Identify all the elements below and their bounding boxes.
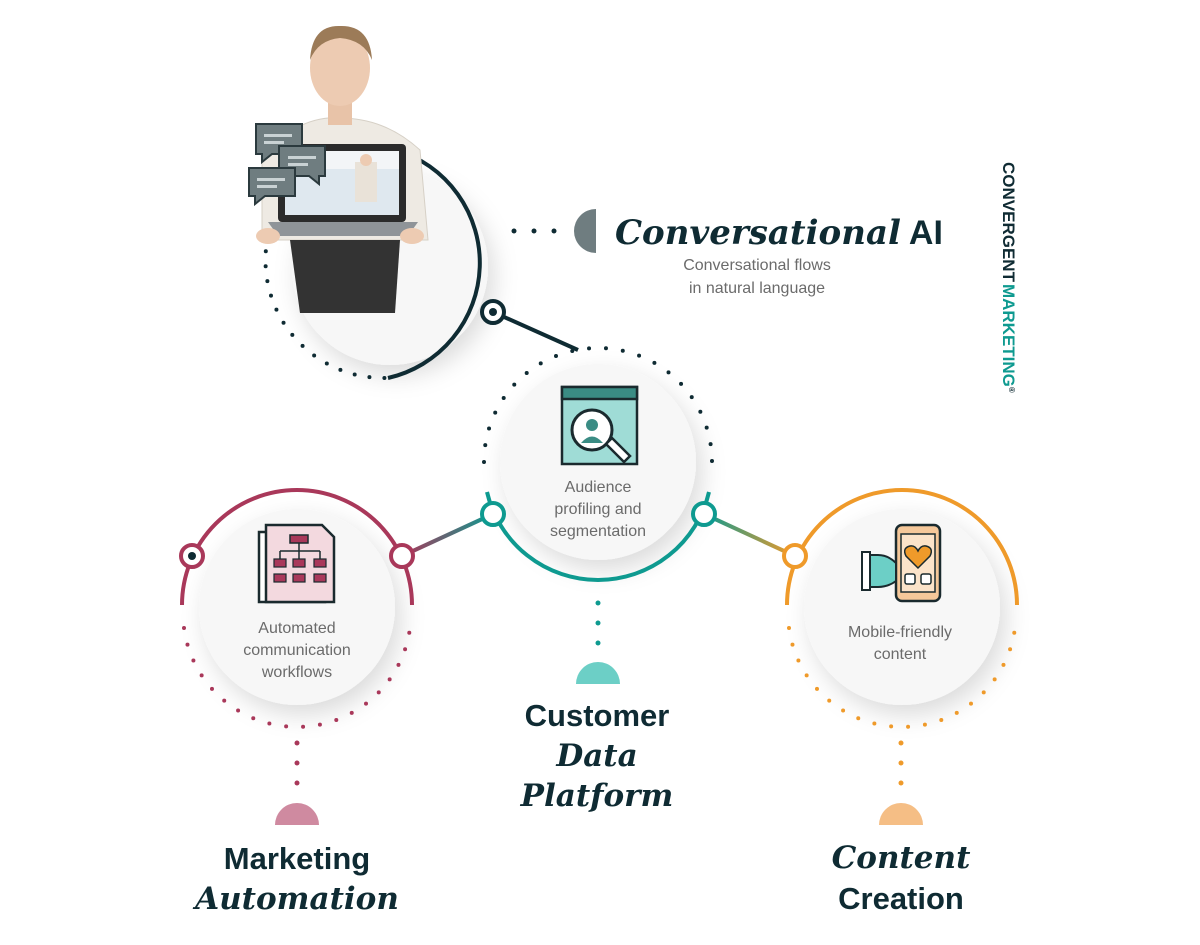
content-heading-line2: Creation	[838, 881, 964, 916]
cdp-half-circle	[576, 662, 620, 684]
conversational-ai-connector-dots	[511, 228, 557, 234]
automation-circle	[199, 509, 395, 705]
content-creation-node: Mobile-friendly content	[782, 488, 1019, 825]
conversational-ai-desc-line1: Conversational flows	[683, 257, 831, 274]
automation-half-circle	[275, 803, 319, 825]
cdp-solid-arc	[485, 491, 711, 582]
cdp-label-line3: segmentation	[550, 523, 646, 540]
automation-connector-dots	[294, 740, 300, 786]
content-label-line2: content	[874, 646, 927, 663]
automation-heading-line1: Marketing	[224, 841, 370, 876]
cdp-left-connector-node	[480, 501, 506, 527]
mobile-heart-icon	[861, 523, 942, 603]
cdp-label-line1: Audience	[565, 479, 632, 496]
brand-logo: CONVERGENTMARKETING®	[999, 162, 1018, 393]
content-left-connector-node	[782, 543, 808, 569]
automation-heading-line2: Automation	[192, 881, 399, 917]
conversational-ai-half-circle	[574, 209, 596, 253]
marketing-automation-node: Automated communication workflows	[179, 488, 415, 825]
cdp-heading-line1: Customer	[525, 698, 670, 733]
automation-label-line2: communication	[243, 642, 351, 659]
workflow-document-icon	[257, 523, 336, 604]
audience-search-icon	[560, 385, 639, 466]
conversational-ai-desc-line2: in natural language	[689, 280, 825, 297]
cdp-right-connector-node	[691, 501, 717, 527]
cdp-connector-dots	[595, 600, 601, 646]
cdp-heading-line3: Platform	[520, 778, 674, 814]
conversational-ai-solid-arc	[387, 148, 482, 380]
assistant-avatar-illustration	[248, 25, 429, 313]
link-cdp-to-content	[703, 512, 796, 558]
cdp-heading-line2: Data	[555, 738, 637, 774]
chat-bubbles-icon	[248, 123, 326, 207]
link-cdp-to-automation	[401, 512, 494, 558]
cdp-node: Audience profiling and segmentation	[482, 346, 714, 684]
content-heading-line1: Content	[832, 840, 971, 876]
automation-label-line1: Automated	[258, 620, 335, 637]
link-ai-to-cdp	[492, 310, 579, 352]
content-half-circle	[879, 803, 923, 825]
content-label-line1: Mobile-friendly	[848, 624, 952, 641]
automation-label-line3: workflows	[261, 664, 332, 681]
cdp-label-line2: profiling and	[554, 501, 641, 518]
content-connector-dots	[898, 740, 904, 786]
content-circle	[804, 509, 1000, 705]
automation-right-connector-node	[389, 543, 415, 569]
brand-wordmark: CONVERGENTMARKETING®	[999, 162, 1018, 393]
